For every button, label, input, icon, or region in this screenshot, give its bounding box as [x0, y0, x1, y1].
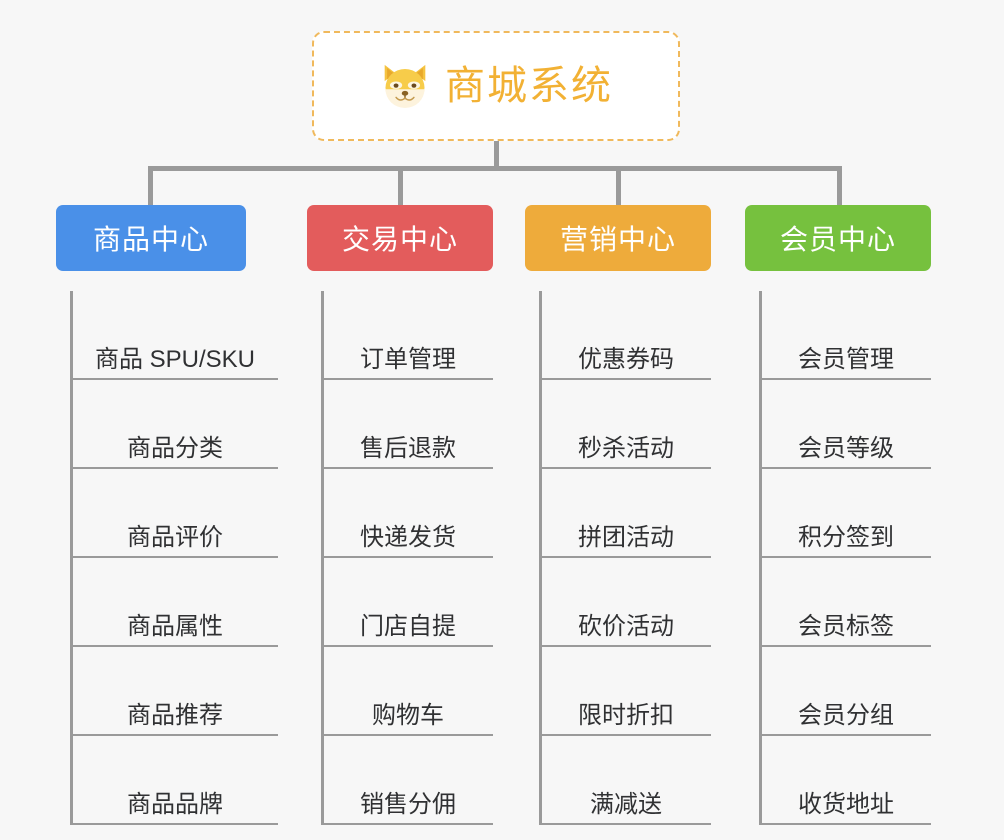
- branch-label: 营销中心: [559, 224, 676, 255]
- branch-spine: [759, 291, 762, 825]
- list-item[interactable]: 砍价活动: [541, 558, 711, 647]
- list-item[interactable]: 销售分佣: [323, 736, 493, 825]
- connector-drop-3: [616, 166, 621, 208]
- connector-drop-2: [398, 166, 403, 208]
- branch-items-trade-center: 订单管理 售后退款 快递发货 门店自提 购物车 销售分佣: [307, 291, 493, 825]
- list-item-label: 门店自提: [360, 612, 456, 640]
- list-item[interactable]: 商品 SPU/SKU: [72, 291, 278, 380]
- list-item[interactable]: 会员标签: [761, 558, 931, 647]
- branch-spine: [70, 291, 73, 825]
- list-item-label: 秒杀活动: [578, 434, 674, 462]
- root-node[interactable]: 商城系统: [312, 31, 680, 141]
- list-item[interactable]: 会员管理: [761, 291, 931, 380]
- branch-header-marketing-center[interactable]: 营销中心: [525, 205, 711, 271]
- branch-marketing-center: 营销中心 优惠券码 秒杀活动 拼团活动 砍价活动 限时折扣 满减送: [525, 205, 711, 825]
- list-item-label: 会员等级: [798, 434, 894, 462]
- list-item[interactable]: 购物车: [323, 647, 493, 736]
- list-item-label: 商品分类: [127, 434, 223, 462]
- list-item-label: 快递发货: [360, 523, 456, 551]
- list-item-label: 满减送: [590, 790, 662, 818]
- branch-label: 会员中心: [779, 224, 896, 255]
- list-item-label: 拼团活动: [578, 523, 674, 551]
- list-item-label: 收货地址: [798, 790, 894, 818]
- list-item-label: 砍价活动: [578, 612, 674, 640]
- branch-spine: [539, 291, 542, 825]
- list-item[interactable]: 积分签到: [761, 469, 931, 558]
- list-item-label: 商品属性: [127, 612, 223, 640]
- list-item[interactable]: 快递发货: [323, 469, 493, 558]
- list-item-label: 售后退款: [360, 434, 456, 462]
- list-item[interactable]: 商品评价: [72, 469, 278, 558]
- branch-label: 交易中心: [341, 224, 458, 255]
- list-item[interactable]: 秒杀活动: [541, 380, 711, 469]
- list-item[interactable]: 会员等级: [761, 380, 931, 469]
- list-item-label: 商品品牌: [127, 790, 223, 818]
- shiba-inu-icon: [384, 64, 426, 108]
- list-item-label: 购物车: [372, 701, 444, 729]
- branch-header-trade-center[interactable]: 交易中心: [307, 205, 493, 271]
- root-title: 商城系统: [445, 64, 613, 108]
- list-item[interactable]: 商品属性: [72, 558, 278, 647]
- list-item[interactable]: 优惠券码: [541, 291, 711, 380]
- list-item[interactable]: 商品品牌: [72, 736, 278, 825]
- connector-drop-1: [148, 166, 153, 208]
- list-item[interactable]: 商品分类: [72, 380, 278, 469]
- list-item[interactable]: 售后退款: [323, 380, 493, 469]
- list-item[interactable]: 订单管理: [323, 291, 493, 380]
- branch-header-member-center[interactable]: 会员中心: [745, 205, 931, 271]
- list-item-label: 会员标签: [798, 612, 894, 640]
- connector-drop-4: [837, 166, 842, 208]
- list-item-label: 商品 SPU/SKU: [94, 345, 256, 373]
- list-item-label: 优惠券码: [578, 345, 674, 373]
- list-item-label: 商品推荐: [127, 701, 223, 729]
- list-item-label: 积分签到: [798, 523, 894, 551]
- list-item-label: 限时折扣: [578, 701, 674, 729]
- list-item[interactable]: 限时折扣: [541, 647, 711, 736]
- branch-trade-center: 交易中心 订单管理 售后退款 快递发货 门店自提 购物车 销售分佣: [307, 205, 493, 825]
- branch-label: 商品中心: [92, 224, 209, 255]
- list-item-label: 销售分佣: [360, 790, 456, 818]
- branch-product-center: 商品中心 商品 SPU/SKU 商品分类 商品评价 商品属性 商品推荐 商品品牌: [56, 205, 278, 825]
- branch-header-product-center[interactable]: 商品中心: [56, 205, 246, 271]
- list-item-label: 会员管理: [798, 345, 894, 373]
- list-item[interactable]: 拼团活动: [541, 469, 711, 558]
- branch-member-center: 会员中心 会员管理 会员等级 积分签到 会员标签 会员分组 收货地址: [745, 205, 931, 825]
- list-item[interactable]: 收货地址: [761, 736, 931, 825]
- connector-horizontal-bus: [148, 166, 842, 171]
- branch-spine: [321, 291, 324, 825]
- list-item-label: 商品评价: [127, 523, 223, 551]
- list-item[interactable]: 商品推荐: [72, 647, 278, 736]
- list-item[interactable]: 满减送: [541, 736, 711, 825]
- list-item-label: 订单管理: [360, 345, 456, 373]
- list-item[interactable]: 会员分组: [761, 647, 931, 736]
- branch-items-marketing-center: 优惠券码 秒杀活动 拼团活动 砍价活动 限时折扣 满减送: [525, 291, 711, 825]
- list-item-label: 会员分组: [798, 701, 894, 729]
- branch-items-product-center: 商品 SPU/SKU 商品分类 商品评价 商品属性 商品推荐 商品品牌: [56, 291, 278, 825]
- list-item[interactable]: 门店自提: [323, 558, 493, 647]
- connector-root-stem: [494, 141, 499, 169]
- branch-items-member-center: 会员管理 会员等级 积分签到 会员标签 会员分组 收货地址: [745, 291, 931, 825]
